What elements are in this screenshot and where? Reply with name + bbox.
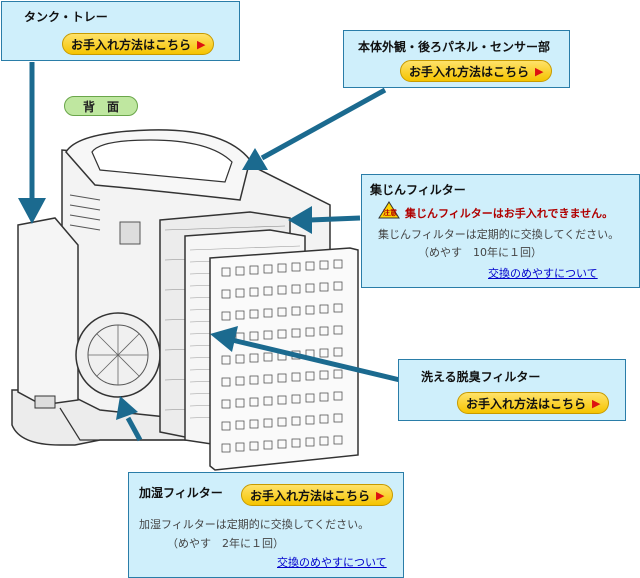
play-arrow-icon: ▶ — [376, 488, 385, 502]
play-arrow-icon: ▶ — [535, 64, 544, 78]
dust-filter-warning: 集じんフィルターはお手入れできません。 — [405, 207, 614, 220]
dust-filter-replace-link[interactable]: 交換のめやすについて — [488, 267, 598, 280]
body-care-button-label: お手入れ方法はこちら — [409, 64, 530, 79]
humidifier-filter-title: 加湿フィルター — [139, 486, 223, 500]
water-tank — [17, 217, 79, 406]
body-care-button[interactable]: お手入れ方法はこちら ▶ — [400, 60, 553, 82]
deodorizing-filter — [209, 247, 359, 471]
humidifier-filter-note: 加湿フィルターは定期的に交換してください。 — [139, 518, 370, 531]
deodorizing-filter-title: 洗える脱臭フィルター — [421, 370, 541, 384]
dust-filter-guide: （めやす 10年に１回） — [418, 246, 542, 259]
caution-icon: 注意 — [378, 201, 400, 219]
dust-filter-panel: 集じんフィルター 注意 集じんフィルターはお手入れできません。 集じんフィルター… — [361, 174, 640, 288]
tank-care-button[interactable]: お手入れ方法はこちら ▶ — [62, 33, 215, 55]
caution-icon-text: 注意 — [383, 209, 397, 217]
play-arrow-icon: ▶ — [592, 396, 601, 410]
body-exterior-panel: 本体外観・後ろパネル・センサー部 お手入れ方法はこちら ▶ — [343, 30, 570, 88]
tank-care-button-label: お手入れ方法はこちら — [71, 37, 192, 52]
humidifier-filter-guide: （めやす 2年に１回） — [167, 537, 284, 550]
tank-tray-title: タンク・トレー — [24, 10, 108, 24]
dust-filter-note: 集じんフィルターは定期的に交換してください。 — [378, 228, 620, 241]
back-view-label: 背 面 — [64, 96, 138, 116]
body-exterior-title: 本体外観・後ろパネル・センサー部 — [358, 40, 551, 54]
humidifier-filter-replace-link[interactable]: 交換のめやすについて — [277, 556, 387, 569]
dust-filter-title: 集じんフィルター — [370, 183, 466, 197]
humidifier-care-button-label: お手入れ方法はこちら — [250, 488, 371, 503]
deodorizing-filter-panel: 洗える脱臭フィルター お手入れ方法はこちら ▶ — [398, 359, 626, 421]
pointer-arrows — [18, 62, 401, 442]
play-arrow-icon: ▶ — [197, 37, 206, 51]
deodorizing-care-button-label: お手入れ方法はこちら — [466, 396, 587, 411]
deodorizing-care-button[interactable]: お手入れ方法はこちら ▶ — [457, 392, 610, 414]
humidifier-care-button[interactable]: お手入れ方法はこちら ▶ — [241, 484, 394, 506]
tank-tray-panel: タンク・トレー お手入れ方法はこちら ▶ — [1, 1, 240, 61]
humidifier-filter-panel: 加湿フィルター お手入れ方法はこちら ▶ 加湿フィルターは定期的に交換してくださ… — [128, 472, 404, 578]
